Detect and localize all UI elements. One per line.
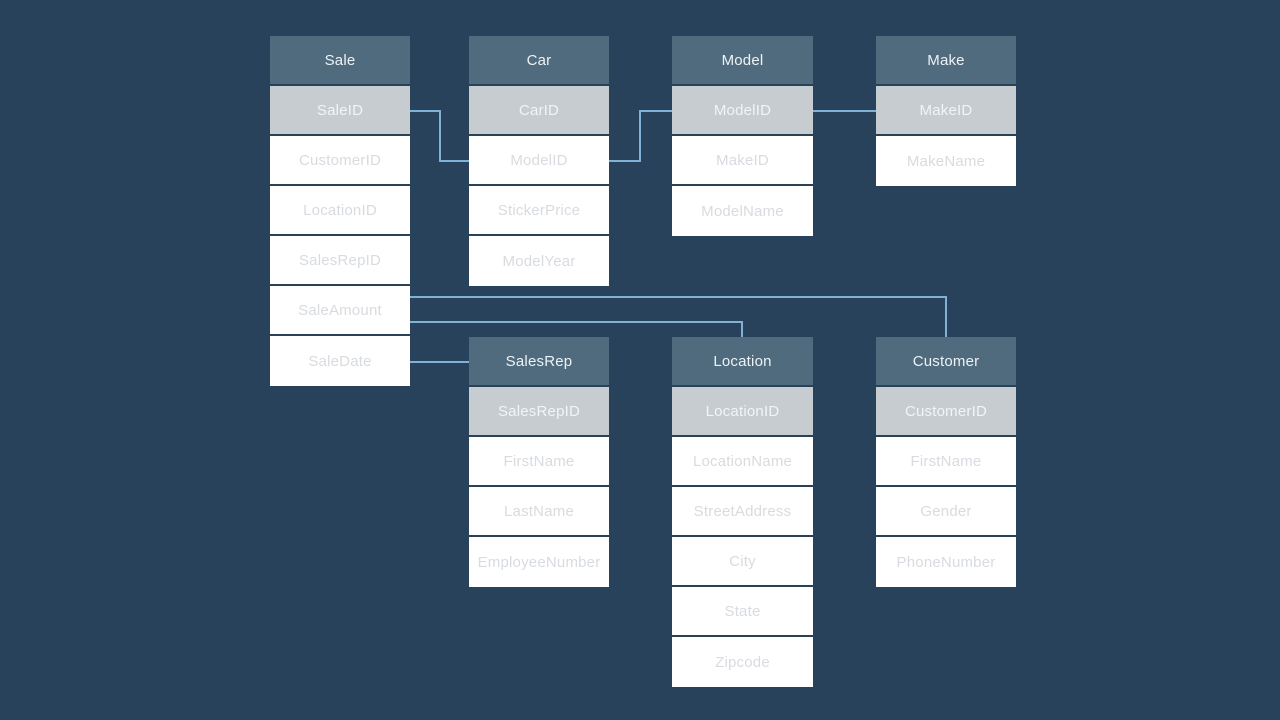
connector-car-model [608, 110, 673, 162]
field-make-makename[interactable]: MakeName [876, 136, 1016, 186]
primary-key-field-model-modelid[interactable]: ModelID [672, 86, 813, 136]
primary-key-field-salesrep-salesrepid[interactable]: SalesRepID [469, 387, 609, 437]
entity-title-customer: Customer [876, 337, 1016, 387]
field-sale-customerid[interactable]: CustomerID [270, 136, 410, 186]
field-customer-gender[interactable]: Gender [876, 487, 1016, 537]
primary-key-field-sale-saleid[interactable]: SaleID [270, 86, 410, 136]
field-location-city[interactable]: City [672, 537, 813, 587]
field-salesrep-firstname[interactable]: FirstName [469, 437, 609, 487]
field-salesrep-employeenumber[interactable]: EmployeeNumber [469, 537, 609, 587]
field-sale-locationid[interactable]: LocationID [270, 186, 410, 236]
connector-sale-location [409, 321, 743, 338]
entity-title-location: Location [672, 337, 813, 387]
field-sale-saledate[interactable]: SaleDate [270, 336, 410, 386]
primary-key-field-customer-customerid[interactable]: CustomerID [876, 387, 1016, 437]
field-sale-salesrepid[interactable]: SalesRepID [270, 236, 410, 286]
field-car-stickerprice[interactable]: StickerPrice [469, 186, 609, 236]
primary-key-field-location-locationid[interactable]: LocationID [672, 387, 813, 437]
field-model-modelname[interactable]: ModelName [672, 186, 813, 236]
entity-title-sale: Sale [270, 36, 410, 86]
primary-key-field-make-makeid[interactable]: MakeID [876, 86, 1016, 136]
field-customer-firstname[interactable]: FirstName [876, 437, 1016, 487]
field-customer-phonenumber[interactable]: PhoneNumber [876, 537, 1016, 587]
field-location-locationname[interactable]: LocationName [672, 437, 813, 487]
field-model-makeid[interactable]: MakeID [672, 136, 813, 186]
connector-sale-customer [409, 296, 947, 338]
field-sale-saleamount[interactable]: SaleAmount [270, 286, 410, 336]
field-car-modelyear[interactable]: ModelYear [469, 236, 609, 286]
entity-title-salesrep: SalesRep [469, 337, 609, 387]
connector-sale-car [409, 110, 471, 162]
field-salesrep-lastname[interactable]: LastName [469, 487, 609, 537]
primary-key-field-car-carid[interactable]: CarID [469, 86, 609, 136]
entity-title-model: Model [672, 36, 813, 86]
entity-title-make: Make [876, 36, 1016, 86]
field-car-modelid[interactable]: ModelID [469, 136, 609, 186]
field-location-zipcode[interactable]: Zipcode [672, 637, 813, 687]
field-location-state[interactable]: State [672, 587, 813, 637]
field-location-streetaddress[interactable]: StreetAddress [672, 487, 813, 537]
entity-title-car: Car [469, 36, 609, 86]
